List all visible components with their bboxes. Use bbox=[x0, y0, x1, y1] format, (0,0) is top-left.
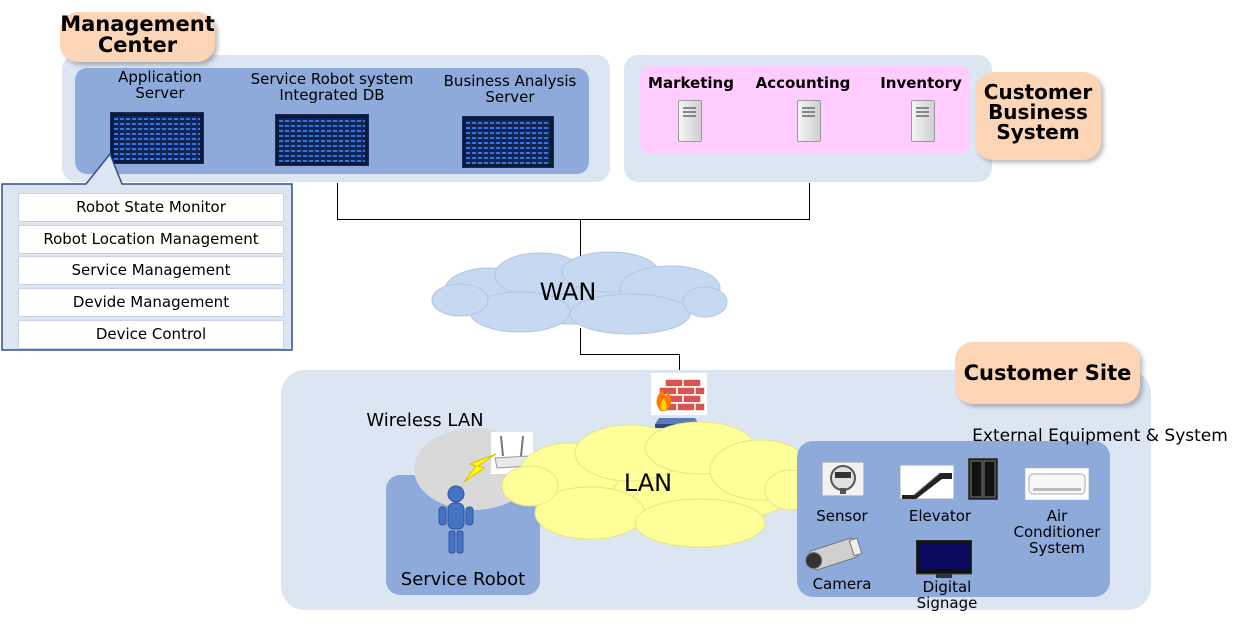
camera-icon bbox=[805, 537, 863, 571]
link-to-firewall bbox=[679, 354, 680, 372]
business-analysis-server-label: Business Analysis Server bbox=[443, 72, 577, 106]
wireless-lan-label: Wireless LAN bbox=[366, 410, 484, 431]
accounting-server-icon bbox=[797, 100, 821, 142]
air-conditioner-icon bbox=[1025, 468, 1089, 500]
link-wan-horizontal bbox=[580, 354, 679, 355]
integrated-db-label: Service Robot system Integrated DB bbox=[250, 70, 414, 104]
sensor-label: Sensor bbox=[816, 507, 868, 525]
external-equipment-title: External Equipment & System bbox=[972, 426, 1228, 446]
air-conditioner-label: Air Conditioner System bbox=[1013, 507, 1101, 557]
function-robot-location-management: Robot Location Management bbox=[18, 225, 284, 254]
lan-label: LAN bbox=[623, 469, 673, 497]
lightning-icon bbox=[463, 453, 497, 483]
function-robot-state-monitor: Robot State Monitor bbox=[18, 193, 284, 222]
escalator-icon bbox=[900, 465, 954, 499]
function-device-management: Devide Management bbox=[18, 288, 284, 317]
camera-label: Camera bbox=[812, 575, 872, 593]
accounting-label: Accounting bbox=[755, 74, 851, 92]
application-server-label: Application Server bbox=[118, 68, 202, 102]
function-service-management: Service Management bbox=[18, 256, 284, 285]
business-analysis-server-icon bbox=[462, 116, 554, 168]
link-wan-down bbox=[580, 328, 581, 355]
firewall-icon bbox=[651, 373, 707, 415]
integrated-db-server-icon bbox=[275, 114, 369, 166]
management-center-title: Management Center bbox=[60, 12, 215, 62]
link-horizontal bbox=[337, 219, 810, 220]
marketing-server-icon bbox=[678, 100, 702, 142]
wan-label: WAN bbox=[539, 278, 597, 306]
robot-icon bbox=[438, 485, 474, 554]
inventory-label: Inventory bbox=[880, 74, 962, 92]
link-to-wan bbox=[580, 219, 581, 259]
digital-signage-icon bbox=[916, 540, 972, 578]
wan-cloud bbox=[431, 251, 728, 335]
digital-signage-label: Digital Signage bbox=[916, 578, 978, 612]
service-robot-label: Service Robot bbox=[400, 569, 526, 590]
customer-business-title: Customer Business System bbox=[975, 72, 1101, 160]
link-mgmt-down bbox=[337, 183, 338, 220]
lan-cloud bbox=[501, 421, 816, 548]
application-server-icon bbox=[110, 112, 204, 164]
link-business-down bbox=[809, 183, 810, 220]
marketing-label: Marketing bbox=[648, 74, 734, 92]
elevator-icon bbox=[968, 458, 998, 500]
function-device-control: Device Control bbox=[18, 320, 284, 349]
inventory-server-icon bbox=[911, 100, 935, 142]
elevator-label: Elevator bbox=[908, 507, 972, 525]
customer-site-title: Customer Site bbox=[955, 342, 1140, 404]
sensor-icon bbox=[822, 462, 864, 496]
